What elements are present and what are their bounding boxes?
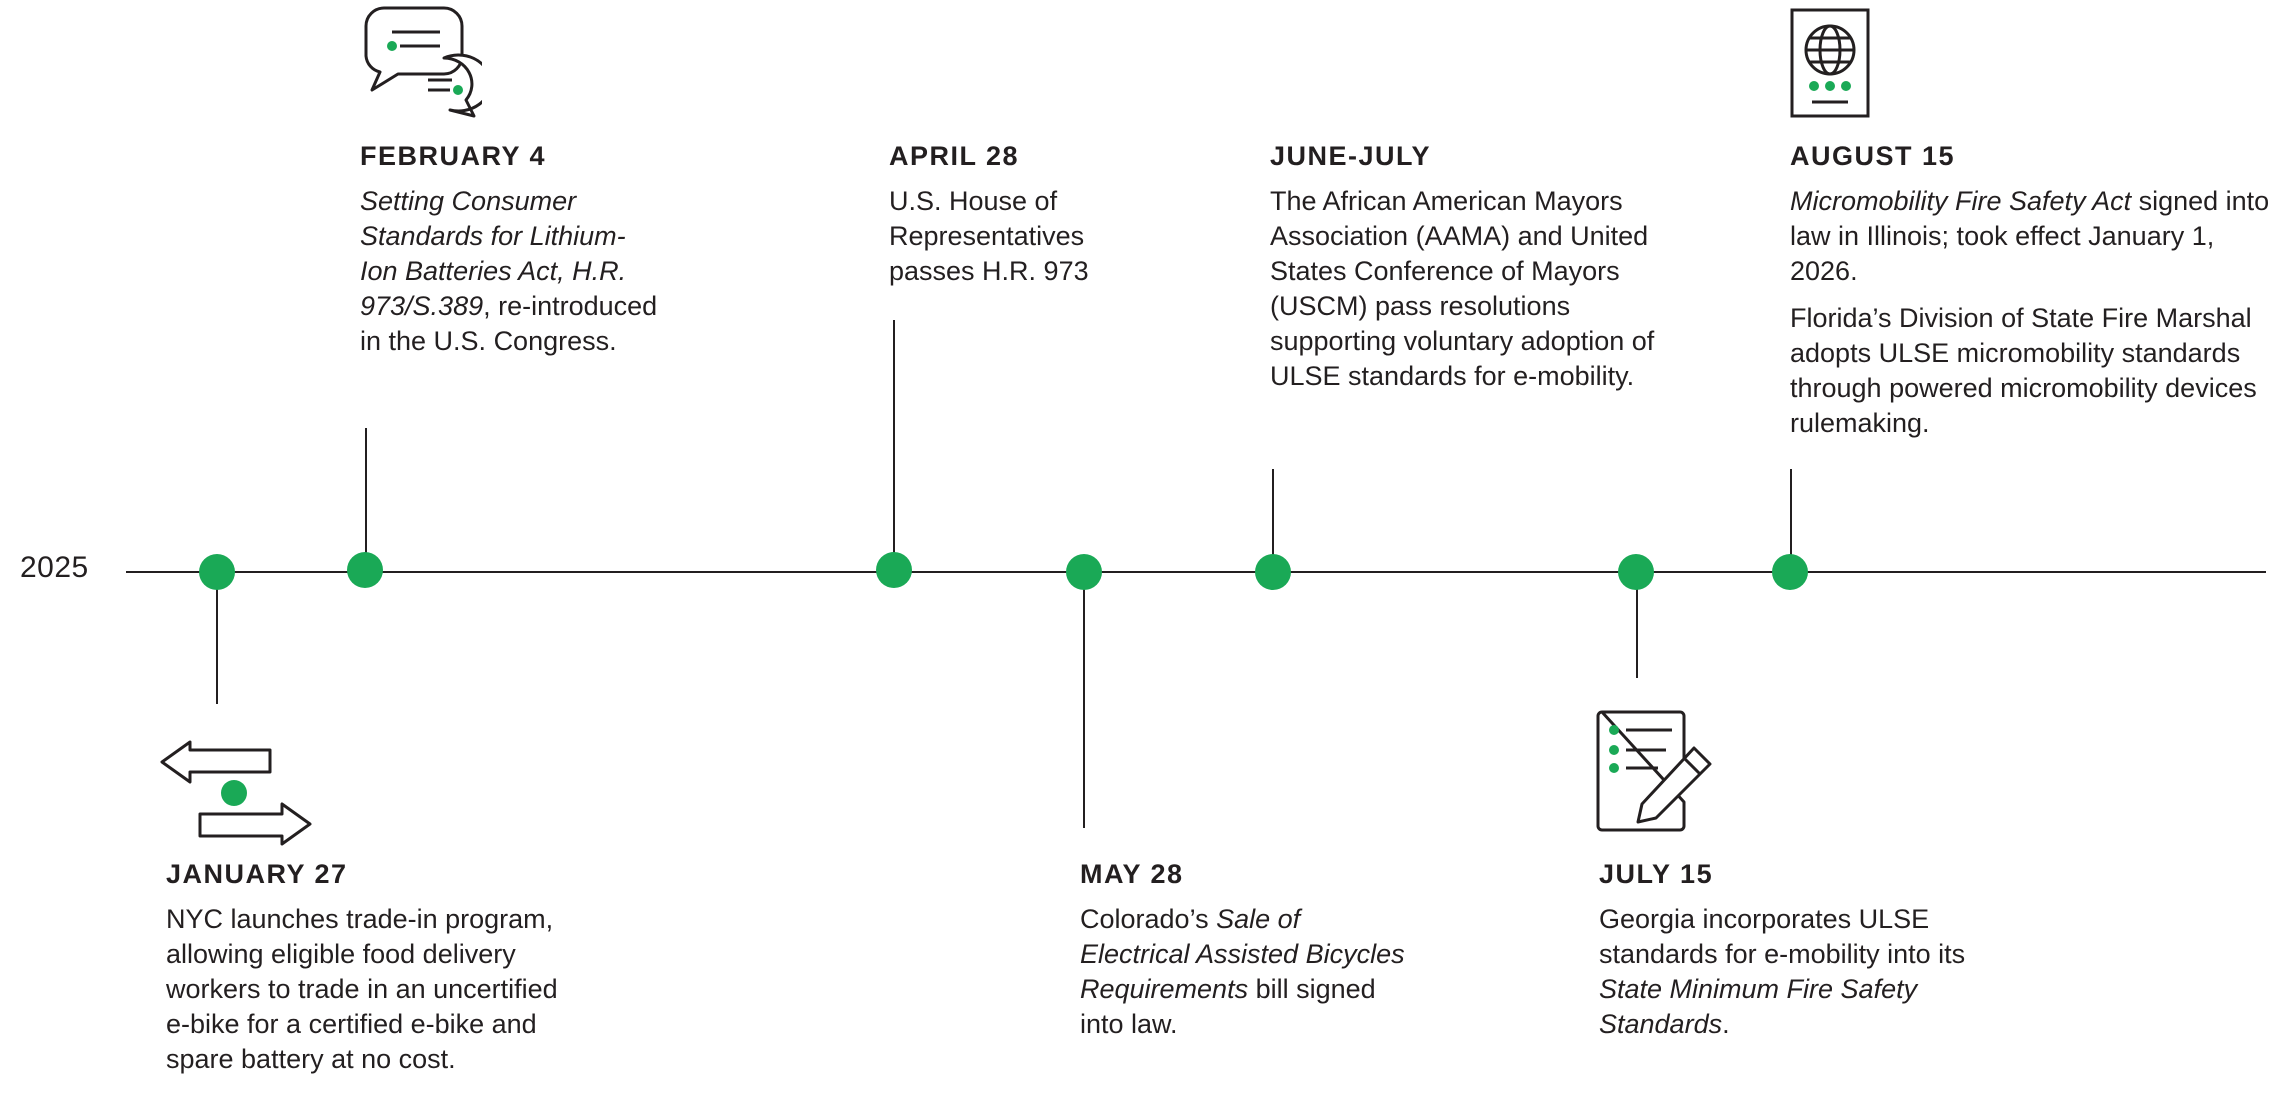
- event-august-15: AUGUST 15 Micromobility Fire Safety Act …: [1790, 140, 2270, 441]
- checklist-pencil-icon: [1596, 710, 1714, 832]
- event-date: JANUARY 27: [166, 859, 348, 889]
- event-date: FEBRUARY 4: [360, 141, 547, 171]
- description-text: Florida’s Division of State Fire Marshal…: [1790, 303, 2257, 438]
- event-may-28: MAY 28 Colorado’s Sale of Electrical Ass…: [1080, 858, 1410, 1042]
- event-description: NYC launches trade-in program, allowing …: [166, 902, 586, 1077]
- timeline-axis: [126, 571, 2266, 573]
- description-text: NYC launches trade-in program, allowing …: [166, 904, 558, 1074]
- year-label: 2025: [20, 551, 89, 584]
- event-date: AUGUST 15: [1790, 141, 1956, 171]
- event-july-15: JULY 15 Georgia incorporates ULSE standa…: [1599, 858, 1979, 1042]
- stem-aug15: [1790, 469, 1792, 572]
- stem-junjul: [1272, 469, 1274, 572]
- event-january-27: JANUARY 27 NYC launches trade-in program…: [166, 858, 586, 1077]
- trade-arrows-icon: [160, 740, 312, 846]
- stem-feb4: [365, 428, 367, 572]
- stem-may28: [1083, 572, 1085, 828]
- dot-feb4: [347, 552, 383, 588]
- dot-may28: [1066, 554, 1102, 590]
- event-date: MAY 28: [1080, 859, 1184, 889]
- stem-apr28: [893, 320, 895, 572]
- italic-title-text: Setting Consumer Standards for Lithium-I…: [360, 186, 627, 321]
- stem-jul15: [1636, 572, 1638, 678]
- event-description: Colorado’s Sale of Electrical Assisted B…: [1080, 902, 1410, 1042]
- stem-jan27: [216, 572, 218, 704]
- italic-title-text: State Minimum Fire Safety Standards: [1599, 974, 1918, 1039]
- globe-document-icon: [1790, 8, 1872, 120]
- event-date: JULY 15: [1599, 859, 1714, 889]
- event-description: U.S. House of Representatives passes H.R…: [889, 184, 1149, 289]
- description-text: , re-introduced in the U.S. Congress.: [360, 291, 658, 356]
- description-text: Georgia incorporates ULSE standards for …: [1599, 904, 1966, 969]
- dot-jul15: [1618, 554, 1654, 590]
- event-date: JUNE-JULY: [1270, 141, 1432, 171]
- description-text: Colorado’s: [1080, 904, 1217, 934]
- event-description: The African American Mayors Association …: [1270, 184, 1690, 394]
- event-february-4: FEBRUARY 4 Setting Consumer Standards fo…: [360, 140, 660, 359]
- dot-junjul: [1255, 554, 1291, 590]
- dot-jan27: [199, 554, 235, 590]
- italic-title-text: Micromobility Fire Safety Act: [1790, 186, 2132, 216]
- event-description-2: Florida’s Division of State Fire Marshal…: [1790, 301, 2270, 441]
- event-description: Georgia incorporates ULSE standards for …: [1599, 902, 1979, 1042]
- description-text: The African American Mayors Association …: [1270, 186, 1655, 391]
- event-description: Setting Consumer Standards for Lithium-I…: [360, 184, 660, 359]
- description-text: U.S. House of Representatives passes H.R…: [889, 186, 1089, 286]
- dot-aug15: [1772, 554, 1808, 590]
- event-date: APRIL 28: [889, 141, 1020, 171]
- speech-bubbles-icon: [362, 4, 482, 120]
- italic-title-text: Sale of Electrical Assisted Bicycles Req…: [1080, 904, 1405, 1004]
- event-description: Micromobility Fire Safety Act signed int…: [1790, 184, 2270, 289]
- description-text: signed into law in Illinois; took effect…: [1790, 186, 2270, 286]
- event-june-july: JUNE-JULY The African American Mayors As…: [1270, 140, 1690, 394]
- dot-apr28: [876, 552, 912, 588]
- description-text: bill signed into law.: [1080, 974, 1376, 1039]
- description-text: .: [1722, 1009, 1730, 1039]
- event-april-28: APRIL 28 U.S. House of Representatives p…: [889, 140, 1149, 289]
